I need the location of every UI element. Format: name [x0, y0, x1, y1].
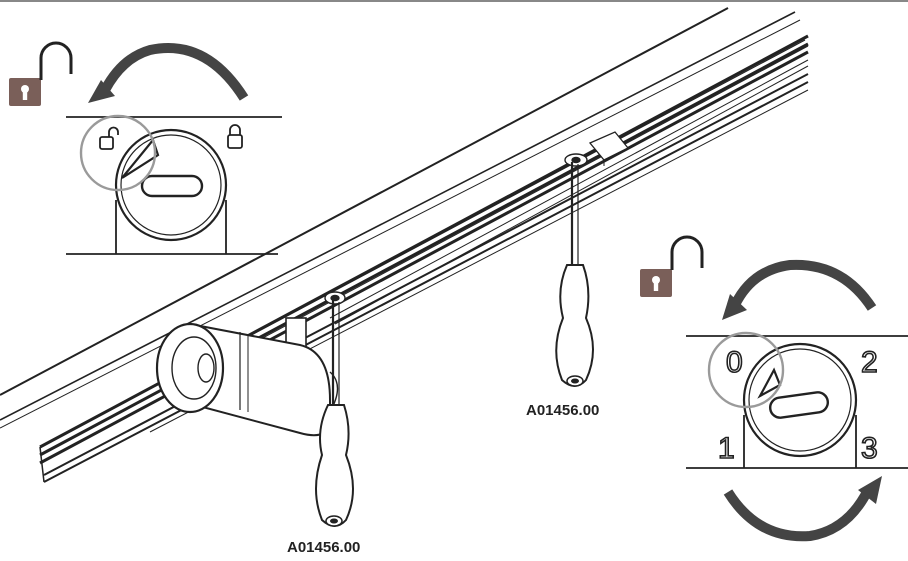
- callout-circle-right: [707, 331, 785, 409]
- screwdriver-left: [315, 300, 354, 527]
- position-labels: 0 1 2 3: [717, 345, 878, 466]
- position-1-label: 1: [718, 432, 735, 465]
- unlock-badge-icon: [9, 41, 73, 106]
- adapter-knob-right: [742, 342, 858, 468]
- screwdriver-right: [555, 162, 594, 387]
- position-2-label: 2: [861, 346, 878, 379]
- detail-positions: 0 1 2 3: [640, 235, 908, 542]
- unlock-symbol-icon: [99, 126, 119, 150]
- track-rail: [0, 7, 809, 483]
- rotate-counterclockwise-arrow: [88, 43, 249, 103]
- unlock-badge-icon-right: [640, 235, 704, 297]
- detail-lock-unlock: [9, 41, 282, 255]
- rotate-clockwise-arrow-right: [723, 476, 882, 542]
- position-0-label: 0: [726, 346, 743, 379]
- rotate-counterclockwise-arrow-right: [722, 259, 877, 320]
- lock-symbol-icon: [227, 124, 243, 149]
- adapter-screw-right: [564, 153, 588, 167]
- part-number-label-right: A01456.00: [526, 402, 599, 419]
- callout-circle-left: [79, 114, 157, 192]
- part-number-label-left: A01456.00: [287, 539, 360, 556]
- spotlight-fixture: [155, 317, 339, 437]
- adapter-screw-left: [324, 291, 346, 305]
- position-3-label: 3: [861, 432, 878, 465]
- adapter-knob-left: [114, 128, 228, 254]
